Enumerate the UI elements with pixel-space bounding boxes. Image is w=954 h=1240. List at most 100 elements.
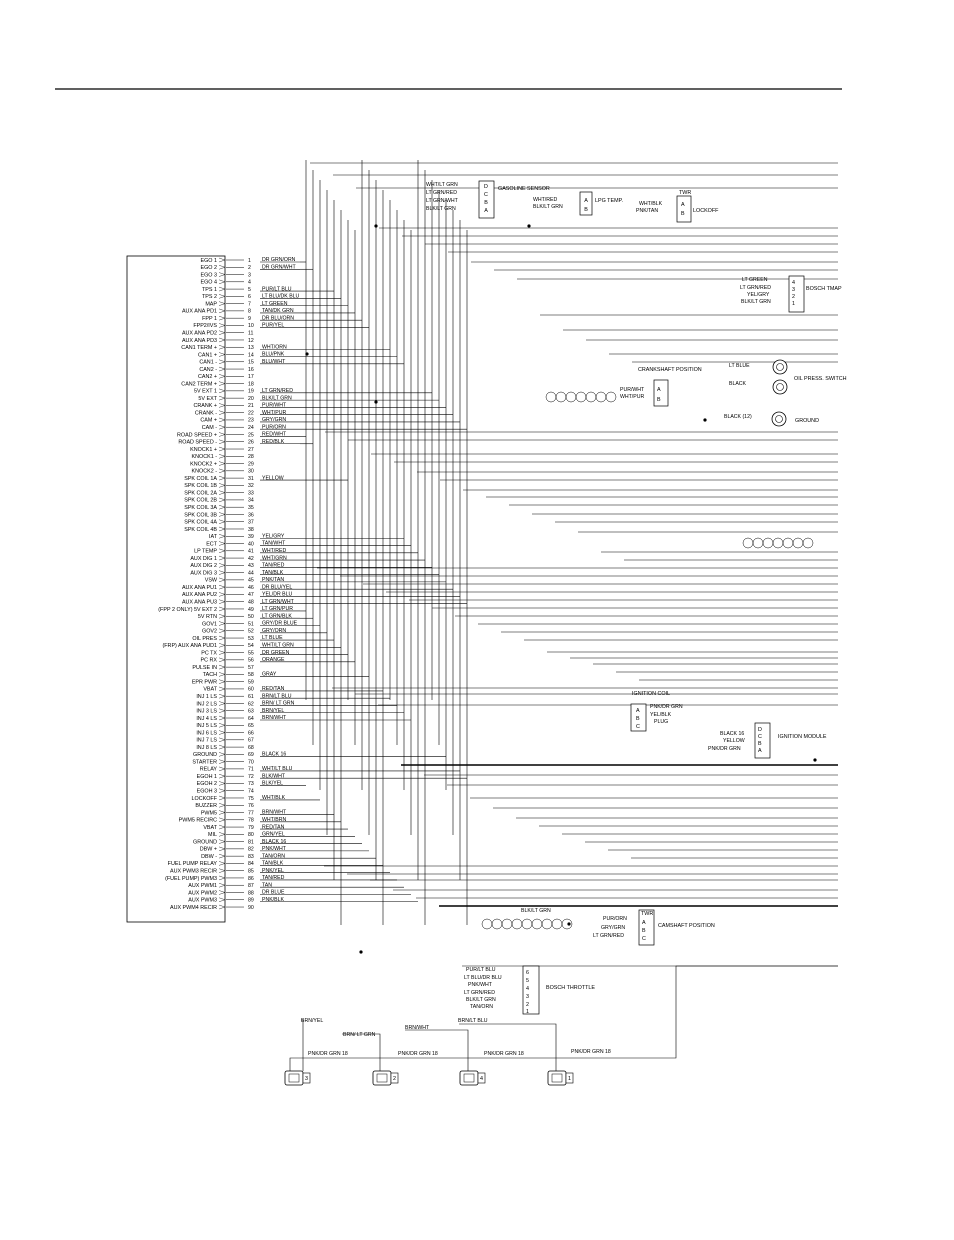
ecm-pin-chevron [218,650,226,655]
tach-twist-coil [792,537,804,549]
ecm-pin-number: 62 [248,701,254,707]
ecm-wire-label: RED/WHT [262,432,287,438]
throttle-wire-5: LT BLU/DR BLU [464,975,502,981]
ecm-pin-label: CAN2 - [199,367,217,373]
ecm-wire-label: PUR/WHT [262,403,287,409]
ecm-pin-label: AUX PWM1 [188,883,217,889]
ecm-pin-label: EGOH 1 [197,774,217,780]
ecm-pin-number: 44 [248,570,254,576]
injector-feed-2: BRN/ LT GRN [343,1032,376,1038]
cam-twist-coil [501,918,513,930]
splice-dot [527,224,531,228]
ecm-pin-label: AUX DIG 3 [190,570,217,576]
ecm-wire-label: BLACK 16 [262,839,286,845]
bosch-throttle-title: BOSCH THROTTLE [546,985,595,991]
ecm-pin-chevron [218,323,226,328]
coil-wire-c: PLUG [654,719,668,725]
ecm-pin-label: MIL [208,832,217,838]
ecm-pin-label: PC RX [201,658,218,664]
ecm-pin-number: 41 [248,549,254,555]
lpg-wire-a: WHT/RED [533,197,557,203]
ecm-pin-chevron [218,744,226,750]
ecm-wire-label: BRN/LT BLU [262,693,292,699]
module-pin-c: C [758,734,762,740]
cam-wire-blk: BLK/LT GRN [521,908,551,914]
ecm-pin-number: 5 [248,287,251,293]
ecm-pin-chevron [218,795,226,801]
ecm-wire-label: LT BLUE [262,635,283,641]
ecm-wire-label: TAN/WHT [262,541,286,547]
lockoff-pin-b: B [681,211,685,217]
ecm-pin-number: 7 [248,301,251,307]
ecm-wire-label: WHT/LT GRN [262,643,294,649]
ecm-pin-chevron [218,432,226,437]
ecm-wire-label: DR BLU/YEL [262,584,292,590]
ecm-pin-number: 10 [248,323,254,329]
ecm-pin-label: INJ 7 LS [196,738,217,744]
gasoline-sensor-title: GASOLINE SENSOR [498,186,550,192]
ecm-pin-number: 48 [248,599,254,605]
injector-4: 1 [547,1070,574,1086]
ecm-pin-chevron [218,497,226,503]
ecm-pin-label: FUEL PUMP RELAY [168,861,218,867]
ecm-pin-label: CAM - [202,425,217,431]
throttle-pin-2: 2 [526,1002,529,1008]
ecm-pin-chevron [218,766,226,772]
ecm-pin-label: SPK COIL 2B [184,498,217,504]
ecm-wire-label: LT GREEN [262,301,288,307]
ecm-pin-number: 59 [248,679,254,685]
ecm-pin-chevron [218,904,226,910]
ecm-pin-label: SPK COIL 3A [184,505,217,511]
ecm-pin-label: AUX ANA PU2 [182,592,217,598]
ecm-pin-number: 27 [248,447,254,453]
ecm-wire-label: BRN/WHT [262,810,287,816]
gasoline-pin-b: B [484,200,488,206]
ecm-pin-chevron [218,897,226,902]
ecm-pin-label: PULSE IN [192,665,217,671]
ecm-pin-chevron [218,672,226,677]
ecm-wire-label: PUR/ORN [262,424,286,430]
ecm-pin-chevron [218,759,226,764]
cam-twist-coil [531,918,543,930]
ecm-pin-label: EPR PWR [192,679,217,685]
ecm-pin-chevron [218,577,226,583]
ecm-pin-chevron [218,548,226,553]
ecm-pin-chevron [218,403,226,408]
ecm-pin-number: 75 [248,796,254,802]
ecm-pin-label: FPP 1 [202,316,217,322]
ecm-pin-label: AUX ANA PD3 [182,338,217,344]
ecm-pin-number: 79 [248,825,254,831]
ecm-pin-number: 73 [248,781,254,787]
ecm-pin-label: CAN1 - [199,360,217,366]
lockoff-pin-a: A [681,202,685,208]
ecm-pin-chevron [218,294,226,299]
oil-wire-lt-blue: LT BLUE [729,363,750,369]
ecm-pin-label: PC TX [201,650,217,656]
ecm-pin-number: 18 [248,381,254,387]
ecm-pin-chevron [218,810,226,815]
ecm-pin-label: EGO 1 [201,258,217,264]
twisted-pair-markers [481,391,814,930]
ecm-pin-chevron [218,359,226,364]
ecm-wire-label: RED/BLK [262,439,285,445]
coil-pin-a: A [636,708,640,714]
ecm-wire-label: WHT/ORN [262,344,287,350]
crank-twist-coil [585,391,597,403]
module-wire-yellow: YELLOW [723,738,745,744]
ecm-pin-number: 89 [248,898,254,904]
ecm-pin-label: CAN1 + [198,352,217,358]
ecm-pin-label: GROUND [193,839,217,845]
ecm-pin-label: SPK COIL 1A [184,476,217,482]
ecm-pin-label: GROUND [193,752,217,758]
ecm-pin-number: 31 [248,476,254,482]
ecm-pin-number: 1 [248,258,251,264]
ecm-pin-number: 42 [248,556,254,562]
gasoline-wire-c: LT GRN/RED [426,190,457,196]
ecm-pin-number: 60 [248,687,254,693]
injector-power-2: PNK/DR GRN 18 [398,1051,438,1057]
ecm-pin-label: INJ 4 LS [196,716,217,722]
ecm-pin-label: VBAT [203,825,217,831]
injector-feed-4: BRN/LT BLU [458,1018,488,1024]
